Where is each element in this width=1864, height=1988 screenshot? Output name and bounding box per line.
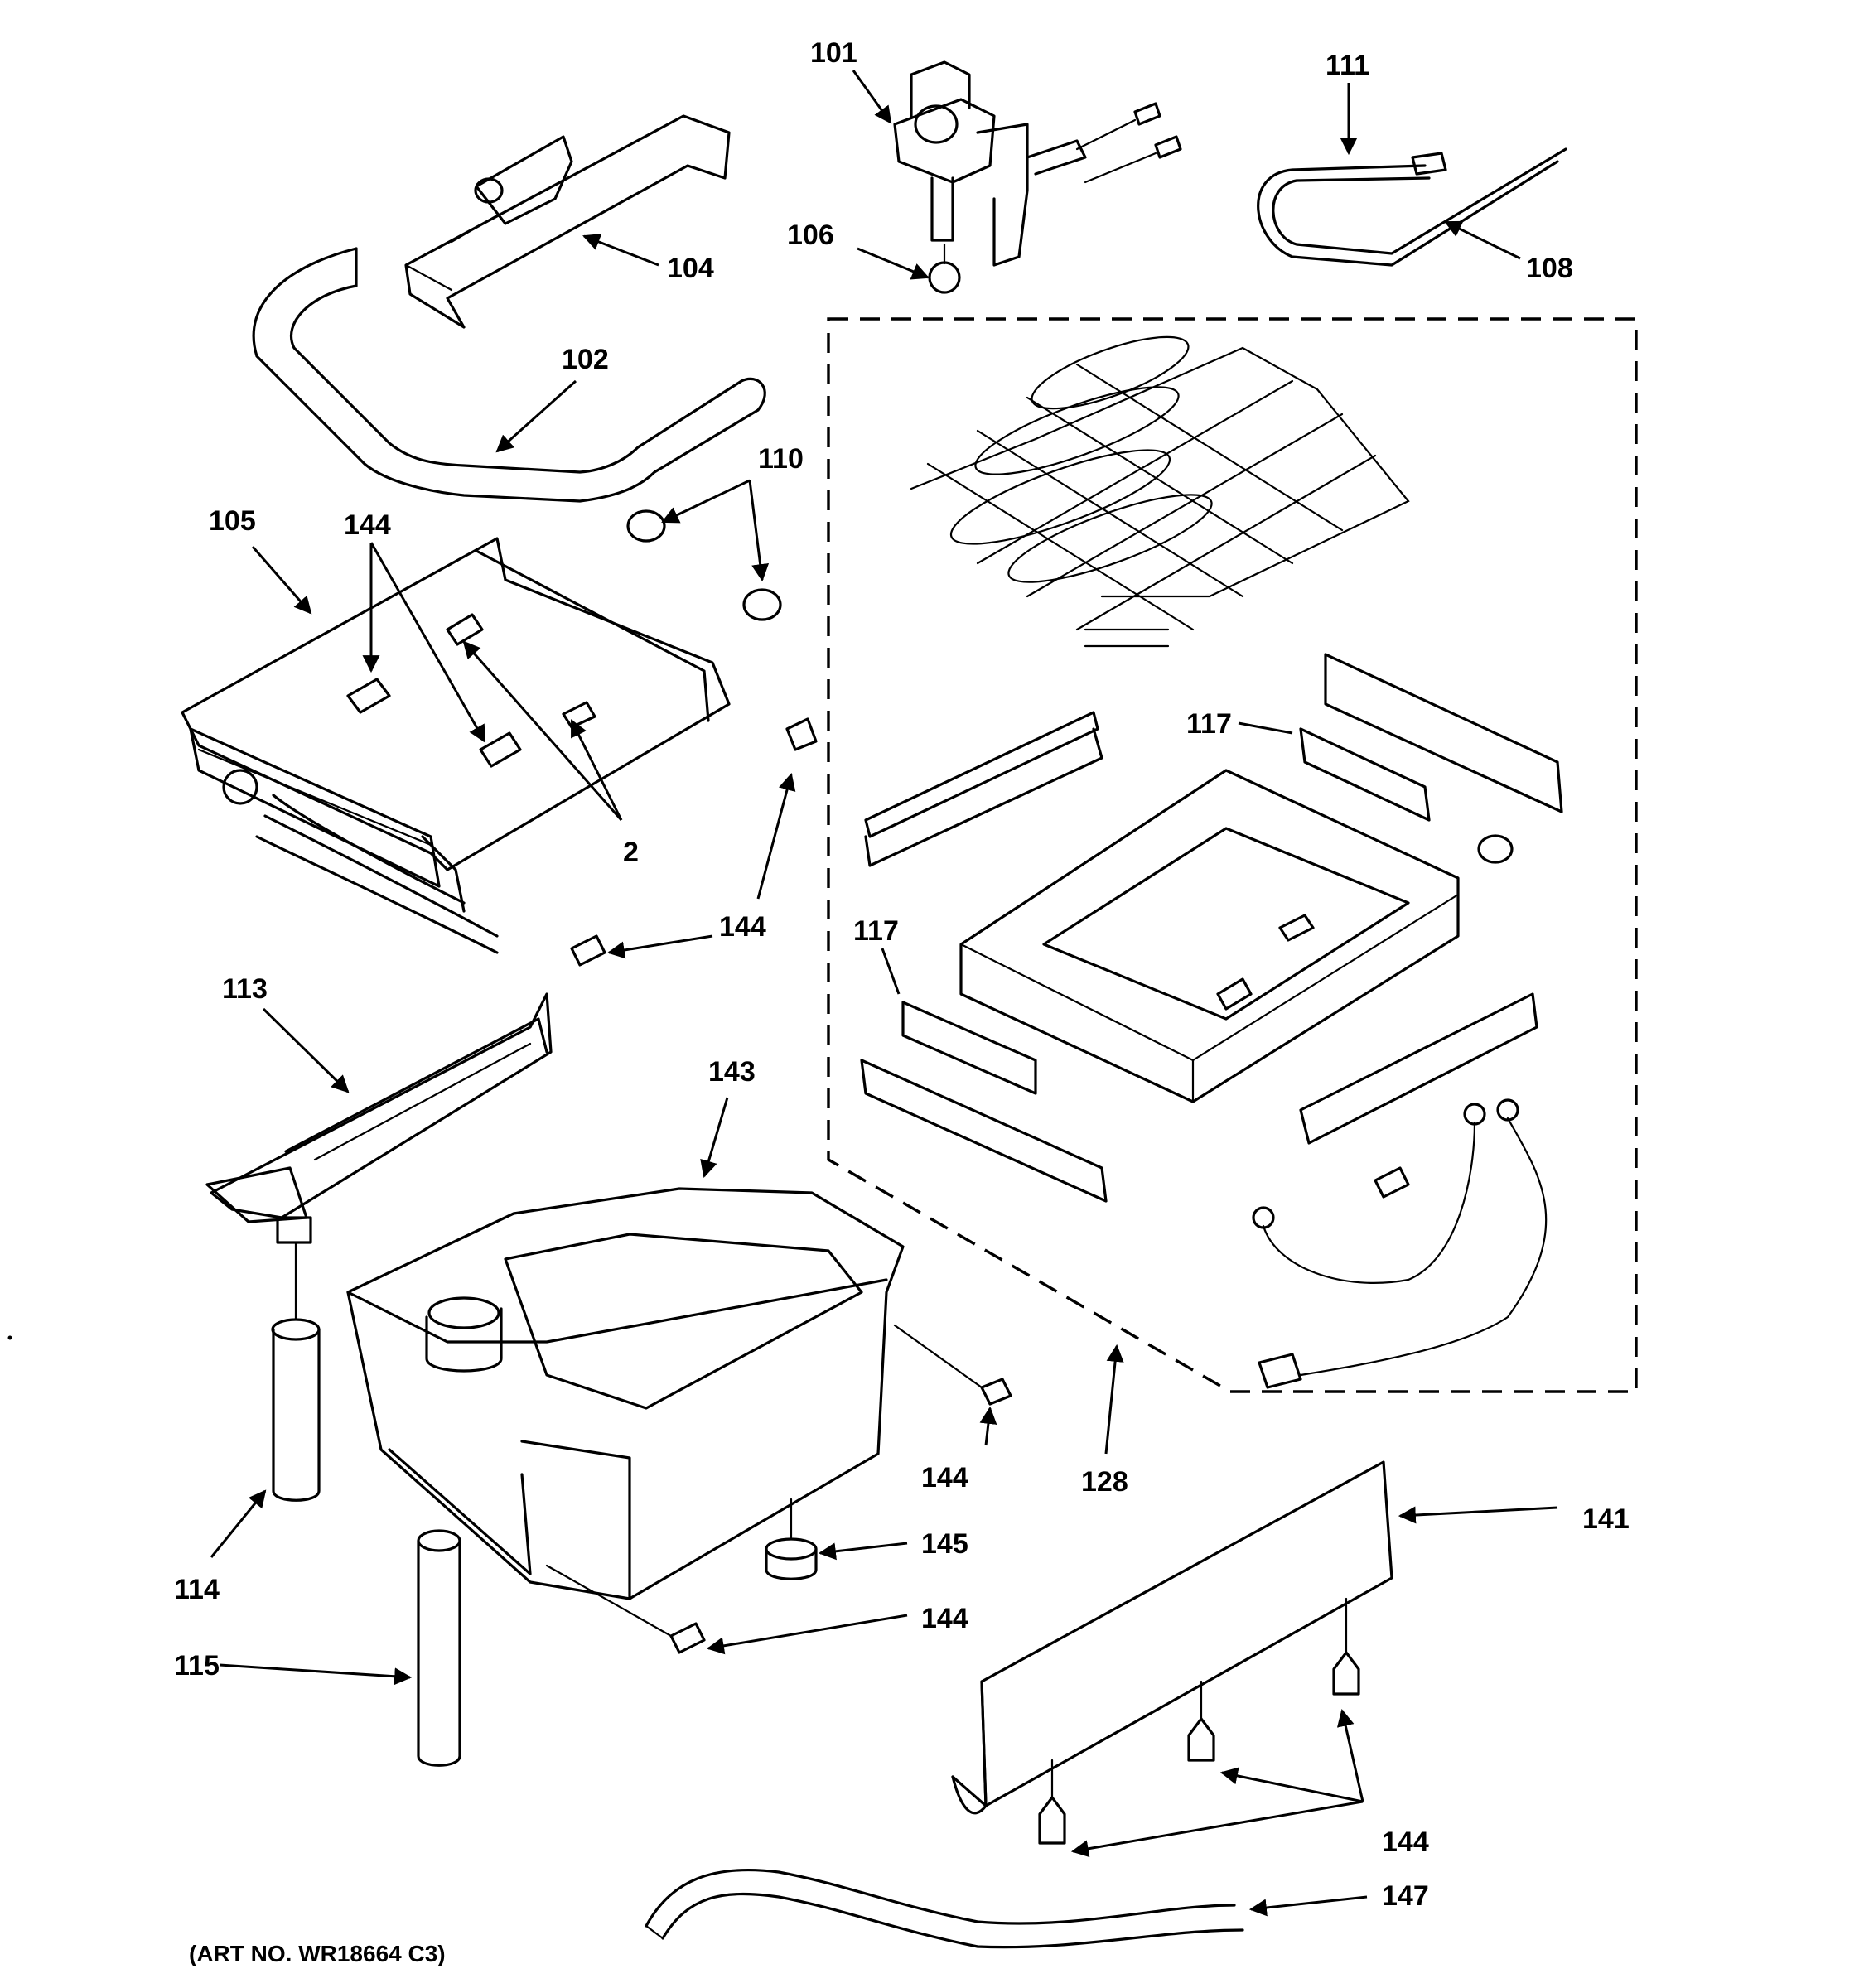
label-144-c: 144 [921,1462,968,1493]
label-143: 143 [708,1056,756,1088]
label-101: 101 [810,37,857,69]
stray-dot [7,1335,12,1340]
fill-tube-102 [252,247,766,503]
label-108: 108 [1526,253,1573,284]
label-117-a: 117 [1186,708,1232,740]
tube-147 [645,1869,1244,1949]
label-114: 114 [174,1574,220,1605]
tube-114 [271,1241,321,1502]
label-147: 147 [1382,1880,1429,1912]
label-145: 145 [921,1528,968,1560]
label-117-b: 117 [853,915,899,947]
ice-bucket-143 [346,1187,1012,1654]
label-110: 110 [758,443,804,475]
label-106: 106 [787,220,834,251]
tube-108 [1257,147,1567,267]
bumper-145 [765,1498,818,1580]
fill-cup-104 [404,114,731,329]
label-141: 141 [1582,1503,1630,1535]
label-128: 128 [1081,1466,1128,1498]
label-144-e: 144 [1382,1826,1429,1858]
label-102: 102 [562,344,609,375]
water-valve-101 [893,60,1182,294]
label-144-d: 144 [921,1603,968,1634]
label-144-a: 144 [344,509,391,541]
cover-141 [951,1460,1393,1845]
label-104: 104 [667,253,714,284]
label-113: 113 [222,973,268,1005]
leader-lines [210,70,1558,1917]
label-105: 105 [209,505,256,537]
ice-maker-assembly-128 [827,317,1638,1393]
screws-144-upper [346,509,818,967]
label-115: 115 [174,1650,220,1682]
tube-115 [417,1529,461,1767]
part-labels: 101 111 106 108 104 102 110 105 144 2 14… [174,37,1630,1966]
ice-maker-bracket-105 [181,537,731,954]
ice-chute-113 [205,992,553,1244]
label-144-b: 144 [719,911,766,943]
art-number: (ART NO. WR18664 C3) [189,1941,446,1966]
heater-grid [910,335,1410,648]
label-2: 2 [623,837,639,868]
label-111: 111 [1326,50,1369,81]
